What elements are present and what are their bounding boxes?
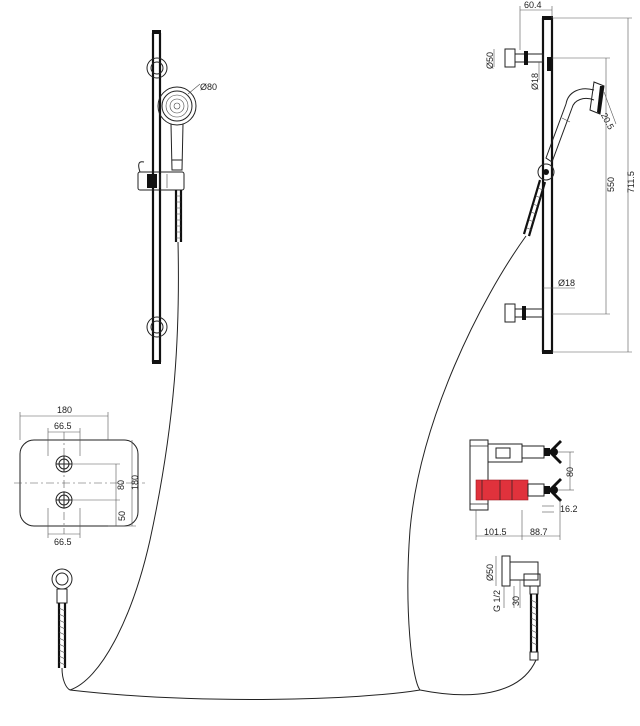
plate-view: 180 66.5 66.5 80 180 50 [14, 405, 145, 547]
side-top-offset-label: 60.4 [524, 0, 542, 10]
plate-spacing-top-label: 66.5 [54, 421, 72, 431]
plate-spacing-bottom-label: 66.5 [54, 537, 72, 547]
valve-spacing-label: 80 [565, 467, 575, 477]
side-handset: 20.5 [545, 81, 617, 163]
valve-view: 80 16.2 101.5 88.7 [469, 439, 578, 540]
handset-diameter-label: Ø80 [200, 82, 217, 92]
side-bracket-spacing-label: 550 [606, 177, 616, 192]
plate-width-label: 180 [57, 405, 72, 415]
outlet-flange-label: Ø50 [485, 564, 495, 581]
outlet-thread-label: G 1/2 [492, 590, 502, 612]
outlet-view: Ø50 G 1/2 30 [485, 555, 541, 661]
side-slide-rail: 60.4 Ø50 Ø18 Ø18 550 711.5 [485, 0, 636, 354]
side-rail-length-label: 711.5 [626, 171, 636, 193]
side-slider [537, 163, 555, 181]
front-slider-holder [137, 161, 185, 191]
front-hose [69, 190, 421, 700]
side-rail-diameter-bottom-label: Ø18 [558, 278, 575, 288]
side-handset-offset-label: 20.5 [599, 111, 616, 131]
plate-height-total-label: 180 [130, 475, 140, 490]
valve-body-width-label: 101.5 [484, 527, 507, 537]
front-slide-rail [146, 30, 168, 364]
side-hose [407, 179, 547, 696]
side-flange-label: Ø50 [485, 52, 495, 69]
outlet-projection-label: 30 [511, 596, 521, 606]
plate-height-center-label: 80 [116, 480, 126, 490]
front-handset: Ø80 [157, 82, 217, 171]
front-wall-outlet [51, 568, 73, 691]
side-rail-diameter-top-label: Ø18 [530, 73, 540, 90]
plate-offset-bottom-label: 50 [117, 511, 127, 521]
valve-handle-width-label: 88.7 [530, 527, 548, 537]
valve-depth-label: 16.2 [560, 504, 578, 514]
